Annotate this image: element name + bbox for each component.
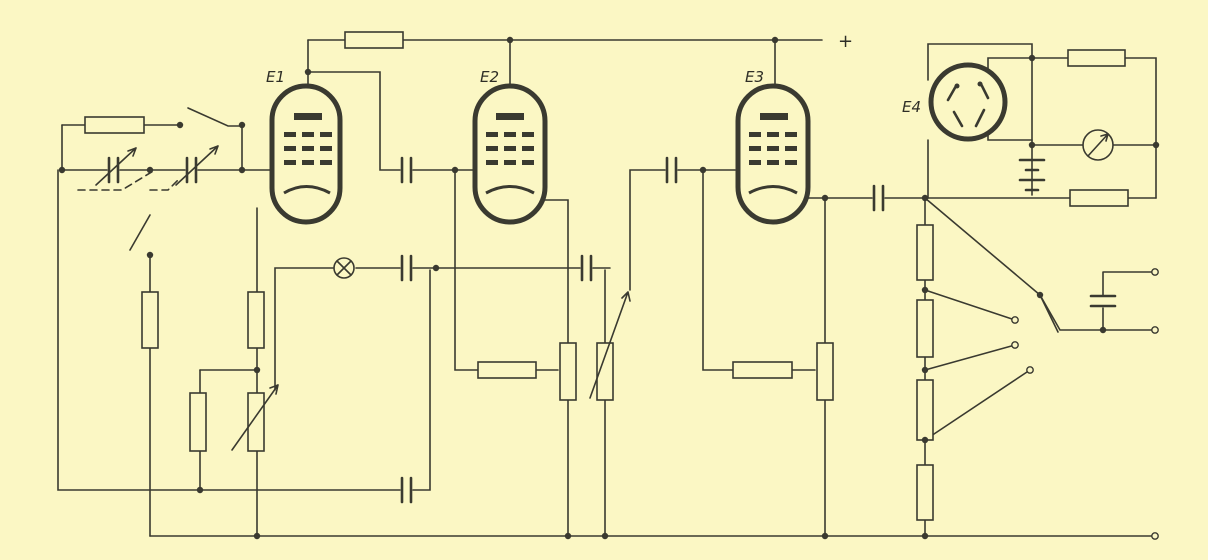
capacitor-e1-e2 <box>400 156 413 184</box>
variable-arrows <box>231 291 631 451</box>
resistor-e3-grid <box>732 361 793 379</box>
resistor-e4-top <box>1067 49 1126 67</box>
capacitor-output-terminal <box>1089 294 1117 308</box>
divider-resistor-3 <box>916 379 934 441</box>
resistor-e1-cathode <box>247 291 265 349</box>
resistor-lower-left <box>141 291 159 349</box>
junctions <box>58 36 1160 540</box>
meter-icon <box>1082 129 1114 161</box>
tube-e1 <box>269 83 343 225</box>
capacitor-e2-e3 <box>665 156 678 184</box>
variable-capacitor-2 <box>185 156 198 184</box>
capacitors <box>77 145 1117 504</box>
tube-e3 <box>735 83 811 225</box>
tube-label-e2: E2 <box>480 68 499 86</box>
divider-resistor-1 <box>916 224 934 281</box>
divider-resistor-4 <box>916 464 934 521</box>
indicator-lamp-icon <box>333 257 355 279</box>
tube-e4 <box>928 62 1008 142</box>
potentiometer-e1 <box>247 392 265 452</box>
tube-label-e4: E4 <box>902 98 921 116</box>
terminals <box>1011 268 1159 540</box>
switch-lower <box>129 214 151 251</box>
tube-label-e3: E3 <box>745 68 764 86</box>
resistor-supply <box>344 31 404 49</box>
capacitor-e3-out <box>872 184 885 212</box>
capacitor-bottom <box>400 476 413 504</box>
tube-label-e1: E1 <box>266 68 285 86</box>
tube-e2 <box>472 83 548 225</box>
capacitor-lamp-right <box>580 254 593 282</box>
resistor-e4-bottom <box>1069 189 1129 207</box>
resistor-e2-grid <box>477 361 537 379</box>
resistors <box>84 31 1129 521</box>
resistor-input-top <box>84 116 145 134</box>
supply-plus-label: + <box>838 31 853 52</box>
switch-output <box>1039 294 1059 333</box>
divider-resistor-2 <box>916 299 934 358</box>
battery <box>1018 158 1046 192</box>
potentiometer-e2 <box>559 342 577 401</box>
resistor-e1-bias <box>189 392 207 452</box>
variable-capacitor-1 <box>107 156 120 184</box>
capacitor-lamp <box>400 254 413 282</box>
switch-input <box>187 107 243 127</box>
potentiometer-e3-grid <box>596 342 614 401</box>
switches <box>129 107 1059 333</box>
potentiometer-e3 <box>816 342 834 401</box>
